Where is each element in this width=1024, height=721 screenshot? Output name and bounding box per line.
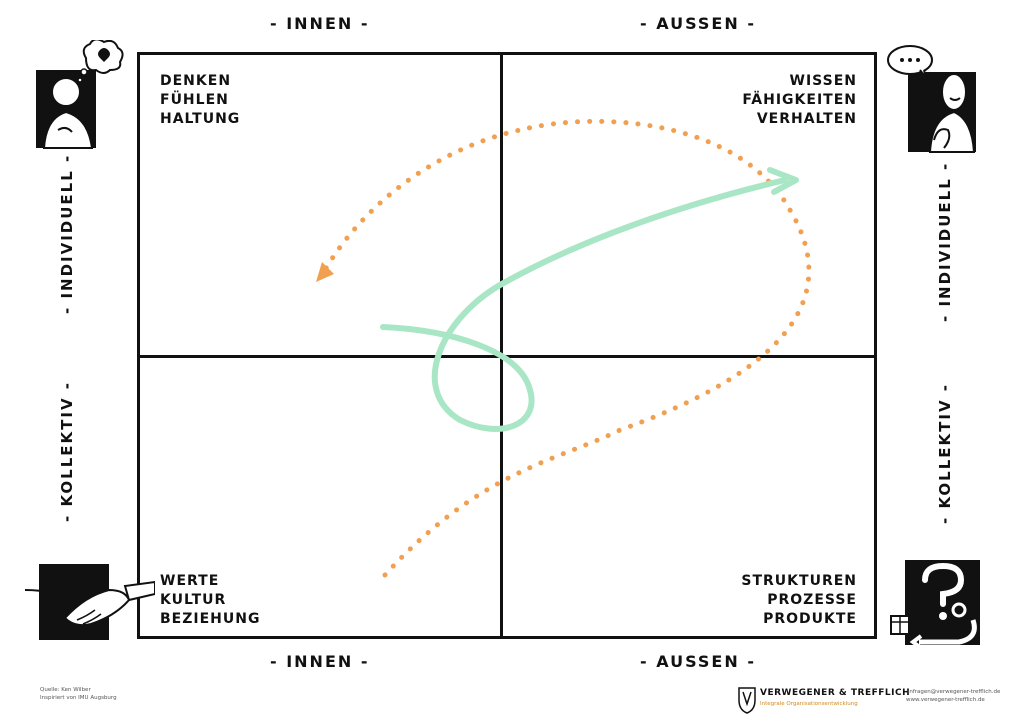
quadrant-term: STRUKTUREN bbox=[741, 573, 857, 589]
quadrant-term: FÜHLEN bbox=[160, 92, 229, 108]
quadrant-divider-vertical bbox=[500, 52, 503, 639]
quadrant-bottom-left-text: WERTE KULTUR BEZIEHUNG bbox=[160, 572, 260, 629]
quadrant-term: HALTUNG bbox=[160, 111, 241, 127]
quadrant-bottom-right-text: STRUKTUREN PROZESSE PRODUKTE bbox=[741, 572, 857, 629]
quadrant-term: WERTE bbox=[160, 573, 220, 589]
axis-label-innen-bottom: - INNEN - bbox=[270, 652, 370, 671]
quadrant-term: WISSEN bbox=[789, 73, 857, 89]
source-line: Quelle: Ken Wilber bbox=[40, 687, 91, 693]
contact-website[interactable]: www.verwegener-trefflich.de bbox=[906, 697, 985, 703]
axis-label-individuell-left: - INDIVIDUELL - bbox=[58, 153, 76, 314]
quadrant-term: KULTUR bbox=[160, 592, 227, 608]
brand-logo bbox=[738, 687, 756, 714]
brand-name: VERWEGENER & TREFFLICH bbox=[760, 688, 911, 698]
quadrant-top-right-text: WISSEN FÄHIGKEITEN VERHALTEN bbox=[742, 72, 857, 129]
contact-email[interactable]: anfragen@verwegener-trefflich.de bbox=[906, 689, 1001, 695]
axis-label-individuell-right: - INDIVIDUELL - bbox=[936, 161, 954, 322]
source-credits: Quelle: Ken Wilber Inspiriert von IMU Au… bbox=[40, 686, 117, 702]
thinking-person-icon bbox=[36, 40, 124, 149]
quadrant-term: PROZESSE bbox=[767, 592, 857, 608]
handshake-icon bbox=[25, 564, 155, 640]
contact-info: anfragen@verwegener-trefflich.de www.ver… bbox=[906, 688, 1000, 704]
quadrant-term: DENKEN bbox=[160, 73, 232, 89]
process-structure-icon bbox=[890, 560, 980, 645]
quadrant-divider-horizontal bbox=[137, 355, 877, 358]
axis-label-kollektiv-left: - KOLLEKTIV - bbox=[58, 380, 76, 522]
axis-label-aussen-bottom: - AUSSEN - bbox=[640, 652, 756, 671]
axis-label-aussen-top: - AUSSEN - bbox=[640, 14, 756, 33]
axis-label-kollektiv-right: - KOLLEKTIV - bbox=[936, 382, 954, 524]
quadrant-term: PRODUKTE bbox=[763, 611, 857, 627]
talking-person-icon bbox=[887, 45, 976, 153]
quadrant-grid-frame bbox=[137, 52, 877, 639]
quadrant-term: FÄHIGKEITEN bbox=[742, 92, 857, 108]
quadrant-term: VERHALTEN bbox=[756, 111, 857, 127]
axis-label-innen-top: - INNEN - bbox=[270, 14, 370, 33]
inspiration-line: Inspiriert von IMU Augsburg bbox=[40, 695, 117, 701]
brand-tagline: Integrale Organisationsentwicklung bbox=[760, 701, 858, 707]
quadrant-term: BEZIEHUNG bbox=[160, 611, 261, 627]
quadrant-top-left-text: DENKEN FÜHLEN HALTUNG bbox=[160, 72, 240, 129]
